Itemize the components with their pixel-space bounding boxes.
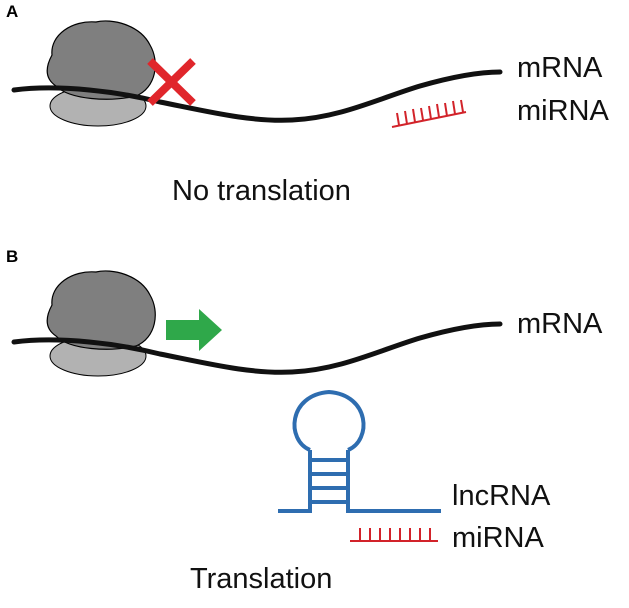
green-arrow-icon (166, 309, 222, 351)
ribosome-large-subunit (46, 270, 156, 350)
mirna-label-a: miRNA (517, 95, 609, 127)
panel-b (11, 270, 503, 542)
caption-b: Translation (190, 563, 333, 595)
mrna-label-a: mRNA (517, 52, 603, 84)
panel-b-letter: B (6, 247, 19, 266)
caption-a: No translation (172, 175, 351, 207)
panel-a-letter: A (6, 2, 19, 21)
mirna-label-b: miRNA (452, 522, 544, 554)
lncrna-label: lncRNA (452, 480, 551, 512)
panel-a (11, 20, 503, 128)
lncrna-hairpin (278, 389, 441, 513)
mirna-comb-a (391, 99, 467, 128)
mrna-label-b: mRNA (517, 308, 603, 340)
mirna-comb-b (350, 528, 438, 542)
red-x-icon (147, 58, 196, 106)
mrna-strand (11, 321, 503, 375)
mrna-strand (11, 69, 503, 123)
